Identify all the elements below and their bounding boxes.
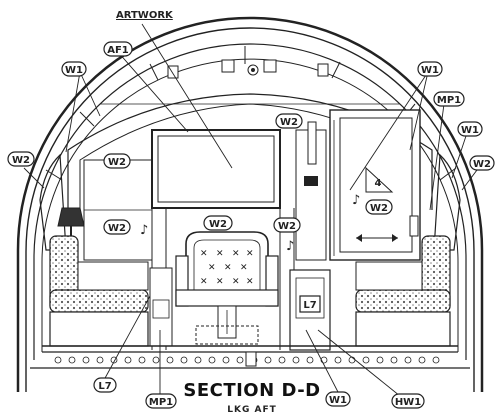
callout-w2-right-door-label: W2 [370, 203, 388, 214]
left-wall-panels [83, 159, 153, 261]
callout-w2-upper-center-label: W2 [280, 117, 298, 128]
music-glyph-center: ♪ [286, 239, 294, 254]
callout-w2-mid-right: W2 [273, 217, 301, 233]
callout-af1: AF1 [103, 41, 133, 57]
side-windows [39, 153, 461, 251]
svg-text:✕: ✕ [232, 277, 240, 287]
callout-door-number: 4 [375, 178, 382, 189]
callout-tags: AF1 W1 W1 MP1 W1 W2 W2 W2 [7, 41, 495, 409]
callout-w2-center: W2 [203, 215, 233, 231]
svg-text:✕: ✕ [208, 263, 216, 273]
callout-hw1-bottom: HW1 [391, 393, 425, 409]
right-sofa [355, 235, 451, 347]
music-glyph-left: ♪ [140, 223, 148, 238]
center-chair: ✕✕✕✕ ✕✕✕ ✕✕✕✕ [175, 231, 279, 345]
section-subtitle: LKG AFT [227, 405, 276, 415]
callout-w2-left-panel: W2 [103, 153, 131, 169]
callout-w1-top-left: W1 [61, 61, 87, 77]
callout-mp1-right-label: MP1 [437, 95, 461, 106]
right-door [329, 109, 421, 261]
callout-hw1-bottom-label: HW1 [395, 397, 421, 408]
callout-l7-cabinet: L7 [299, 295, 321, 313]
callout-w2-right-outer: W2 [469, 155, 495, 171]
callout-w2-left-panel-label: W2 [108, 157, 126, 168]
svg-text:✕: ✕ [240, 263, 248, 273]
left-cabinet [149, 267, 173, 347]
callout-w1-bottom: W1 [325, 391, 351, 407]
music-glyph-right: ♪ [352, 193, 360, 208]
callout-l7-cabinet-label: L7 [303, 300, 316, 311]
callout-w2-left-outer: W2 [7, 151, 35, 167]
callout-l7-bottom-label: L7 [98, 381, 111, 392]
callout-w2-right-outer-label: W2 [473, 159, 491, 170]
callout-w2-mid-right-label: W2 [278, 221, 296, 232]
fuselage-shell [16, 16, 484, 392]
callout-w2-right-door: W2 [365, 199, 393, 215]
callout-mp1-bottom-label: MP1 [149, 397, 173, 408]
callout-w2-mid-left: W2 [103, 219, 131, 235]
callout-w1-top-right-label: W1 [421, 65, 439, 76]
svg-text:✕: ✕ [224, 263, 232, 273]
artwork-header-label: ARTWORK [116, 10, 174, 21]
callout-l7-bottom: L7 [93, 377, 117, 393]
callout-mp1-right: MP1 [433, 91, 465, 107]
svg-text:✕: ✕ [246, 277, 254, 287]
svg-text:✕: ✕ [216, 277, 224, 287]
svg-text:✕: ✕ [200, 277, 208, 287]
svg-text:✕: ✕ [216, 249, 224, 259]
leader-lines [23, 23, 481, 397]
floor [30, 345, 470, 369]
callout-w1-bottom-label: W1 [329, 395, 347, 406]
callout-af1-label: AF1 [107, 45, 129, 56]
callout-w1-right: W1 [457, 121, 483, 137]
section-title: SECTION D-D [183, 380, 320, 401]
music-symbols: ♪ ♪ ♪ [140, 193, 360, 254]
callout-w1-top-left-label: W1 [65, 65, 83, 76]
callout-w2-mid-left-label: W2 [108, 223, 126, 234]
left-sofa [49, 235, 149, 347]
callout-w2-left-outer-label: W2 [12, 155, 30, 166]
callout-w1-right-label: W1 [461, 125, 479, 136]
svg-text:✕: ✕ [232, 249, 240, 259]
callout-mp1-bottom: MP1 [145, 393, 177, 409]
callout-w1-top-right: W1 [417, 61, 443, 77]
callout-w2-upper-center: W2 [275, 113, 303, 129]
svg-text:✕: ✕ [200, 249, 208, 259]
door-number-label: 4 [375, 178, 382, 189]
callout-w2-center-label: W2 [209, 219, 227, 230]
svg-text:✕: ✕ [246, 249, 254, 259]
